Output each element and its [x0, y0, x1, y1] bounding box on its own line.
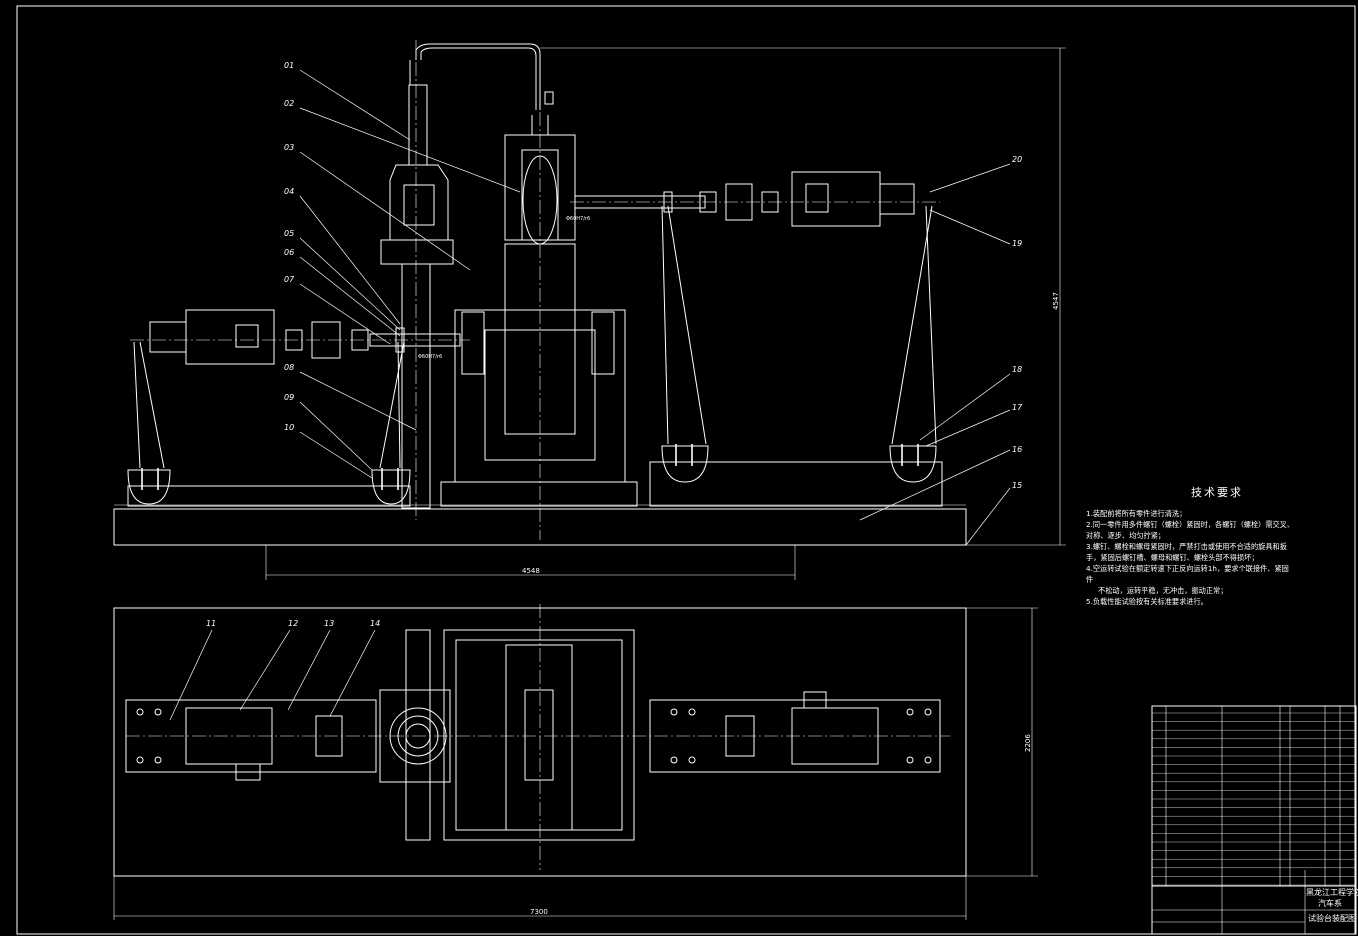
leader-label-05: 05: [284, 229, 294, 238]
leader-label-13: 13: [324, 619, 334, 628]
leader-label-19: 19: [1012, 239, 1022, 248]
requirement-line: 2.同一零件用多件螺钉（螺栓）紧固时，各螺钉（螺栓）需交叉、: [1086, 520, 1295, 529]
leader-label-11: 11: [206, 619, 216, 628]
fit-label-upper: Φ60H7/r6: [566, 216, 590, 222]
dim-7300: 7300: [530, 908, 548, 916]
leader-label-16: 16: [1012, 445, 1022, 454]
technical-requirements-title: 技术要求: [1191, 486, 1243, 499]
sheet-border: [16, 5, 1356, 935]
title-block-drawing-name: 试验台装配图: [1308, 914, 1356, 923]
right-stand: [649, 461, 943, 507]
technical-requirements: 技术要求 1.装配前将所有零件进行清洗； 2.同一零件用多件螺钉（螺栓）紧固时，…: [1086, 484, 1348, 607]
dim-2206: 2206: [1024, 734, 1032, 752]
left-stand: [127, 485, 411, 507]
right-motor: [791, 171, 881, 227]
leader-label-09: 09: [284, 393, 294, 402]
leader-label-18: 18: [1012, 365, 1022, 374]
leader-label-04: 04: [284, 187, 294, 196]
leader-label-08: 08: [284, 363, 294, 372]
dim-4548: 4548: [522, 567, 540, 575]
center-pedestal: [440, 481, 638, 507]
requirement-line: 3.螺钉、螺栓和螺母紧固时，严禁打击或使用不合适的旋具和扳: [1086, 542, 1287, 551]
leader-label-07: 07: [284, 275, 295, 284]
requirement-line: 1.装配前将所有零件进行清洗；: [1086, 509, 1187, 518]
title-block-department: 汽车系: [1318, 899, 1342, 908]
requirement-line: 5.负载性能试验按有关标准要求进行。: [1086, 597, 1208, 606]
leader-label-14: 14: [370, 619, 380, 628]
leader-label-15: 15: [1012, 481, 1022, 490]
leader-label-17: 17: [1012, 403, 1023, 412]
leader-label-03: 03: [284, 143, 294, 152]
center-housing: [454, 309, 626, 483]
leader-label-12: 12: [288, 619, 298, 628]
requirement-line: 对称、逐步、均匀拧紧；: [1086, 531, 1166, 540]
requirement-line: 不松动，运转平稳，无冲击，振动正常；: [1098, 586, 1228, 595]
left-motor: [185, 309, 275, 365]
leader-label-10: 10: [284, 423, 294, 432]
requirement-line: 手，紧固后螺钉槽、螺母和螺钉、螺栓头部不得损坏；: [1086, 553, 1259, 562]
requirement-line: 4.空运转试验在额定转速下正反向运转1h，要求个联接件、紧固: [1086, 564, 1289, 573]
leader-label-06: 06: [284, 248, 294, 257]
leader-label-20: 20: [1012, 155, 1022, 164]
leader-label-02: 02: [284, 99, 294, 108]
dim-4547: 4547: [1052, 292, 1060, 310]
leader-label-01: 01: [284, 61, 294, 70]
requirement-line: 件: [1086, 575, 1094, 584]
fit-label-lower: Φ60H7/r6: [418, 354, 442, 360]
title-block-company: 黑龙江工程学院: [1306, 888, 1358, 897]
